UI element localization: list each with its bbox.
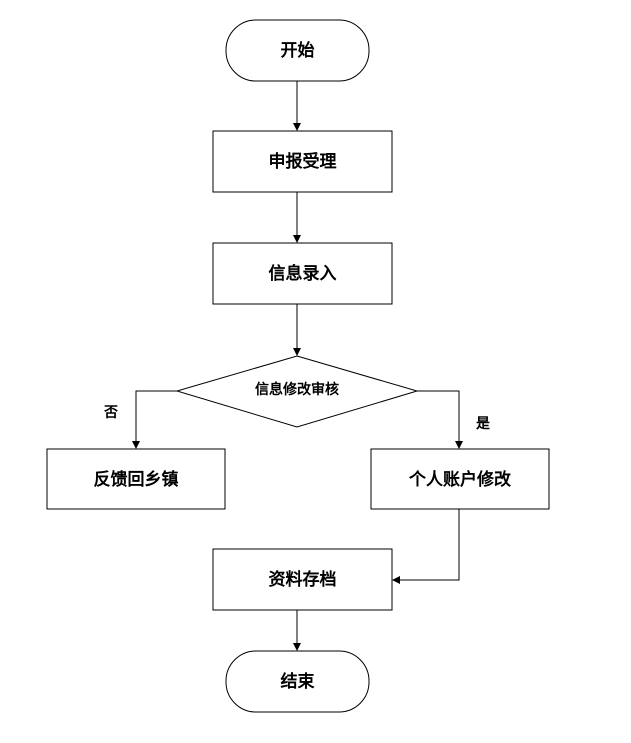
review-label: 信息修改审核	[255, 381, 339, 398]
start-node: 开始	[225, 19, 370, 82]
apply-label: 申报受理	[269, 151, 337, 172]
edge-review-feedback	[132, 390, 177, 449]
modify-process-node: 个人账户修改	[370, 448, 550, 510]
entry-label: 信息录入	[269, 263, 337, 284]
entry-process-node: 信息录入	[212, 242, 393, 305]
feedback-label: 反馈回乡镇	[94, 469, 179, 490]
edge-review-modify	[417, 390, 463, 449]
no-branch-label: 否	[103, 405, 118, 421]
archive-label: 资料存档	[269, 569, 337, 590]
end-label: 结束	[281, 671, 315, 692]
end-node: 结束	[225, 650, 370, 713]
modify-label: 个人账户修改	[408, 469, 512, 490]
archive-process-node: 资料存档	[212, 548, 393, 611]
feedback-process-node: 反馈回乡镇	[46, 448, 226, 510]
review-decision-node: 信息修改审核	[175, 355, 419, 428]
edge-modify-archive	[392, 509, 460, 584]
apply-process-node: 申报受理	[212, 130, 393, 193]
yes-branch-label: 是	[476, 416, 491, 432]
start-label: 开始	[281, 40, 315, 61]
